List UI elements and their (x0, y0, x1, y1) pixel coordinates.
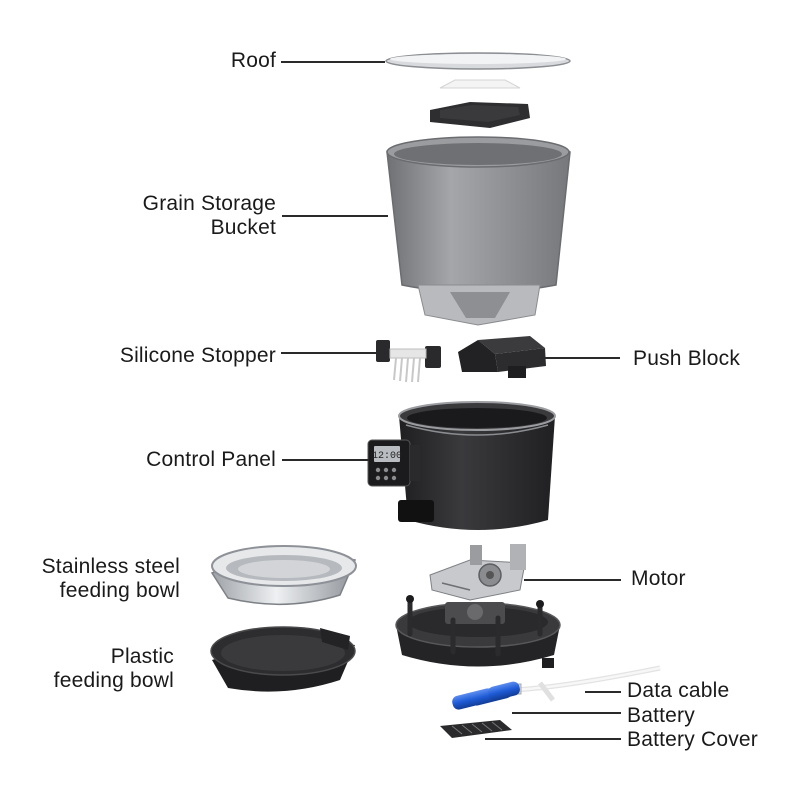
leader-roof (281, 61, 385, 63)
silicone-stopper-part (376, 340, 441, 383)
leader-silicone-stopper (281, 352, 378, 354)
label-control-panel: Control Panel (146, 448, 276, 471)
label-grain-storage-bucket: Grain Storage Bucket (143, 192, 276, 240)
panel-display-text: 12:00 (372, 451, 402, 462)
label-data-cable: Data cable (627, 679, 730, 702)
base-part (395, 595, 561, 668)
push-block-part (458, 336, 546, 378)
label-push-block: Push Block (633, 347, 741, 370)
leader-battery-cover (485, 738, 621, 740)
label-plastic-bowl: Plastic feeding bowl (54, 645, 174, 693)
label-plastic-bowl-line1: Plastic (110, 645, 174, 668)
label-grain-storage-bucket-line1: Grain Storage (142, 192, 276, 215)
label-plastic-bowl-line2: feeding bowl (53, 669, 174, 692)
leader-control-panel (282, 459, 369, 461)
battery-cover-part (440, 720, 512, 738)
label-stainless-bowl: Stainless steel feeding bowl (42, 555, 180, 603)
label-silicone-stopper: Silicone Stopper (119, 344, 276, 367)
leader-motor (524, 579, 621, 581)
label-stainless-bowl-line2: feeding bowl (59, 579, 180, 602)
leader-push-block (540, 357, 620, 359)
leader-battery (512, 712, 621, 714)
label-roof: Roof (230, 49, 276, 72)
label-battery: Battery (627, 704, 695, 727)
plastic-bowl-part (210, 626, 356, 692)
roof-part (385, 52, 571, 128)
label-grain-storage-bucket-line2: Bucket (210, 216, 276, 239)
label-stainless-bowl-line1: Stainless steel (41, 555, 180, 578)
battery-part (452, 681, 520, 710)
label-battery-cover: Battery Cover (627, 728, 758, 751)
leader-data-cable (585, 691, 621, 693)
stainless-bowl-part (210, 545, 357, 606)
label-motor: Motor (631, 567, 686, 590)
grain-storage-bucket-part (386, 136, 571, 326)
main-body-part: 12:00 (367, 401, 556, 530)
leader-bucket (282, 215, 388, 217)
motor-part (429, 544, 526, 601)
